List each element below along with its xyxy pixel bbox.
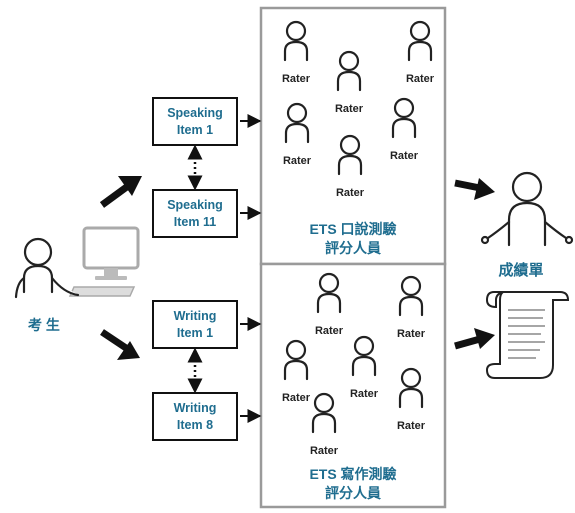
rater-label: Rater	[310, 445, 339, 457]
rater-label: Rater	[390, 150, 419, 162]
examinee-to-speaking-arrow	[99, 176, 142, 208]
writing-item-8-box: Writing Item 8	[152, 392, 238, 441]
speaking-rater-4: Rater	[283, 102, 312, 167]
writing-rater-2: Rater	[397, 275, 426, 340]
speaking-rater-5: Rater	[390, 97, 419, 162]
writing-item-8-line1: Writing	[174, 401, 217, 415]
speaking-rater-3: Rater	[335, 50, 364, 115]
speaking-rater-6: Rater	[336, 134, 365, 199]
speaking-item-11-line1: Speaking	[167, 198, 223, 212]
rater-label: Rater	[350, 388, 379, 400]
score-report-label: 成績單	[498, 261, 543, 279]
writing-panel-subtitle: 評分人員	[325, 485, 381, 501]
speaking-item-11-line2: Item 11	[174, 215, 216, 229]
writing-rater-5: Rater	[397, 367, 426, 432]
score-report-person-icon	[480, 171, 574, 247]
rater-label: Rater	[336, 187, 365, 199]
rater-label: Rater	[283, 155, 312, 167]
writing-item-1-line2: Item 1	[177, 326, 213, 340]
speaking-rater-2: Rater	[406, 20, 435, 85]
writing-item-1-line1: Writing	[174, 309, 217, 323]
speaking-to-report-arrow	[454, 178, 495, 200]
rater-label: Rater	[335, 103, 364, 115]
writing-item-1-box: Writing Item 1	[152, 300, 238, 349]
speaking-item-11-box: Speaking Item 11	[152, 189, 238, 238]
rater-label: Rater	[397, 328, 426, 340]
examinee-icon	[14, 226, 140, 299]
rater-label: Rater	[315, 325, 344, 337]
writing-panel-title: ETS 寫作測驗	[309, 466, 396, 482]
examinee-label: 考 生	[28, 317, 60, 333]
rater-label: Rater	[397, 420, 426, 432]
writing-rater-6: Rater	[310, 392, 339, 457]
examinee-to-writing-arrow	[100, 329, 140, 360]
rater-label: Rater	[406, 73, 435, 85]
speaking-panel-subtitle: 評分人員	[325, 240, 381, 256]
speaking-rater-1: Rater	[282, 20, 311, 85]
writing-rater-4: Rater	[350, 335, 379, 400]
writing-to-report-arrow	[454, 328, 495, 350]
rater-label: Rater	[282, 392, 311, 404]
writing-item-8-line2: Item 8	[177, 418, 213, 432]
speaking-item-1-box: Speaking Item 1	[152, 97, 238, 146]
rater-label: Rater	[282, 73, 311, 85]
speaking-item-1-line1: Speaking	[167, 106, 223, 120]
speaking-item-1-line2: Item 1	[177, 123, 213, 137]
writing-rater-1: Rater	[315, 272, 344, 337]
writing-rater-3: Rater	[282, 339, 311, 404]
score-report-scroll-icon	[485, 291, 570, 379]
speaking-panel-title: ETS 口說測驗	[309, 221, 396, 237]
